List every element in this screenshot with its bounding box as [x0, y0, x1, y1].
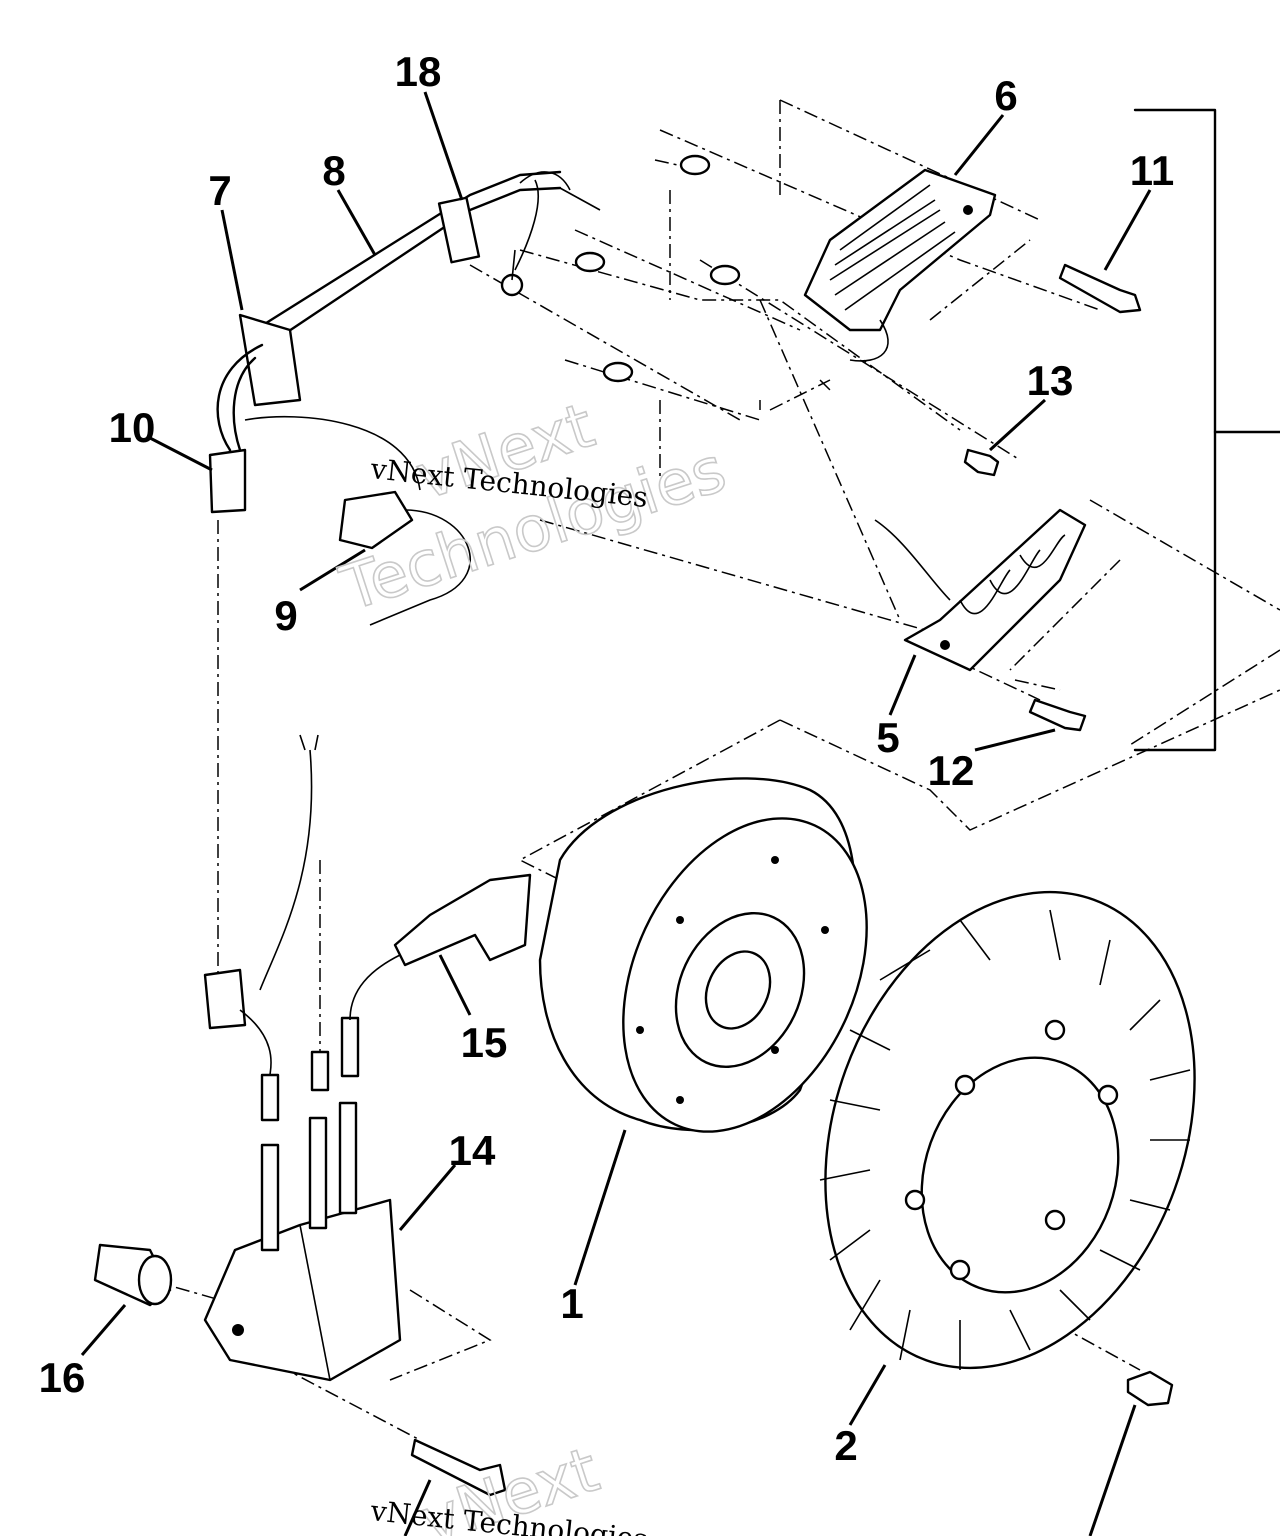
callout-15: 15 [461, 1019, 508, 1066]
callout-8: 8 [322, 147, 345, 194]
wire-clamp [437, 196, 481, 264]
callout-9: 9 [274, 592, 297, 639]
coil-6 [803, 168, 997, 362]
callout-11: 11 [1130, 147, 1174, 194]
callout-7: 7 [208, 167, 231, 214]
callout-16: 16 [39, 1354, 86, 1401]
fan-2 [819, 890, 1196, 1370]
callout-labels: 18 6 11 8 7 10 13 9 5 12 15 14 1 16 2 [39, 48, 1175, 1469]
spacer-16 [93, 1243, 173, 1307]
coil-5 [874, 508, 1087, 672]
callout-18: 18 [395, 48, 442, 95]
leader-lines [80, 91, 1152, 1536]
callout-2: 2 [834, 1422, 857, 1469]
wiring-harness [208, 170, 601, 626]
assembly-centerlines [149, 99, 1280, 1441]
connector-9 [338, 490, 414, 550]
callout-10: 10 [109, 404, 156, 451]
callout-6: 6 [994, 72, 1017, 119]
grommet [238, 313, 302, 407]
grouping-bracket [1133, 108, 1280, 752]
callout-5: 5 [876, 714, 899, 761]
flywheel-1 [538, 777, 868, 1133]
callout-14: 14 [449, 1127, 496, 1174]
spacers [574, 154, 741, 383]
watermark-bottom: vNext vNext Technologies [368, 1432, 649, 1536]
connector-10 [208, 448, 247, 514]
callout-1: 1 [560, 1280, 583, 1327]
ignition-module-14 [203, 734, 402, 1382]
screws [410, 263, 1174, 1497]
spark-plug-cap-15 [349, 873, 532, 1021]
callout-13: 13 [1027, 357, 1074, 404]
callout-12: 12 [928, 747, 975, 794]
